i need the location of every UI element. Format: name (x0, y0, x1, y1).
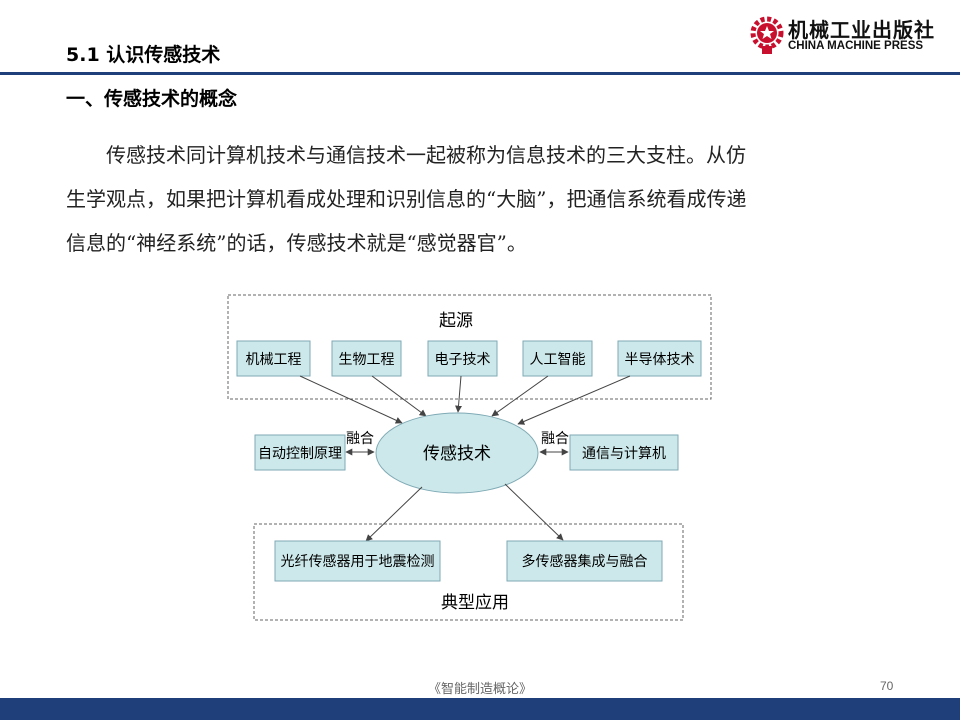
paragraph-line: 传感技术同计算机技术与通信技术一起被称为信息技术的三大支柱。从仿 (106, 143, 746, 167)
right-box-communication (569, 434, 679, 471)
footer-book-title: 《智能制造概论》 (427, 682, 532, 697)
origin-box-mechanical (236, 340, 311, 377)
footer-bar (0, 698, 960, 720)
origin-group-frame (227, 294, 712, 400)
origin-label-mechanical: 机械工程 (246, 352, 302, 368)
origin-label-electronics: 电子技术 (435, 352, 491, 368)
center-label: 传感技术 (423, 444, 491, 464)
left-box-automation (254, 434, 346, 471)
right-box-label: 通信与计算机 (582, 446, 666, 462)
arrow-mechanical-to-center (299, 375, 403, 424)
origin-box-ai (522, 340, 593, 377)
origin-box-biology (331, 340, 402, 377)
sensing-tech-diagram: .box { fill: #cde8ea; stroke: #7faab5; s… (227, 294, 712, 621)
concept-paragraph: 传感技术同计算机技术与通信技术一起被称为信息技术的三大支柱。从仿 生学观点，如果… (66, 133, 881, 265)
arrow-electronics-to-center (455, 375, 463, 413)
origin-box-semiconductor (617, 340, 702, 377)
applications-group-frame (253, 523, 684, 621)
origin-label-biology: 生物工程 (339, 352, 395, 368)
arrow-center-to-app-1 (365, 486, 423, 542)
app-label-fiber: 光纤传感器用于地震检测 (281, 553, 435, 570)
publisher-logo: 机械工业出版社 CHINA MACHINE PRESS (750, 14, 955, 58)
subtitle: 一、传感技术的概念 (66, 88, 238, 110)
origin-label-ai: 人工智能 (530, 352, 586, 368)
origin-label: 起源 (439, 311, 473, 331)
app-label-multisensor: 多传感器集成与融合 (522, 553, 648, 570)
header-rule (0, 72, 960, 75)
publisher-name-cn: 机械工业出版社 (788, 18, 935, 42)
origin-label-semiconductor: 半导体技术 (625, 352, 695, 368)
arrow-ai-to-center (491, 375, 549, 417)
fusion-label-left: 融合 (346, 431, 374, 447)
arrow-center-to-app-2 (504, 483, 564, 541)
left-box-label: 自动控制原理 (258, 446, 342, 462)
section-title: 5.1 认识传感技术 (66, 44, 221, 66)
publisher-name-en: CHINA MACHINE PRESS (788, 40, 924, 52)
center-ellipse (375, 412, 539, 494)
app-box-multisensor (506, 540, 663, 582)
paragraph-line: 信息的“神经系统”的话，传感技术就是“感觉器官”。 (66, 231, 527, 255)
origin-box-electronics (427, 340, 498, 377)
arrow-biology-to-center (371, 375, 427, 417)
arrow-semiconductor-to-center (517, 375, 631, 425)
page-number: 70 (880, 679, 894, 693)
applications-label: 典型应用 (441, 593, 509, 613)
fusion-label-right: 融合 (541, 431, 569, 447)
paragraph-line: 生学观点，如果把计算机看成处理和识别信息的“大脑”，把通信系统看成传递 (66, 187, 747, 211)
gear-logo-icon (750, 16, 784, 54)
app-box-fiber (274, 540, 441, 582)
